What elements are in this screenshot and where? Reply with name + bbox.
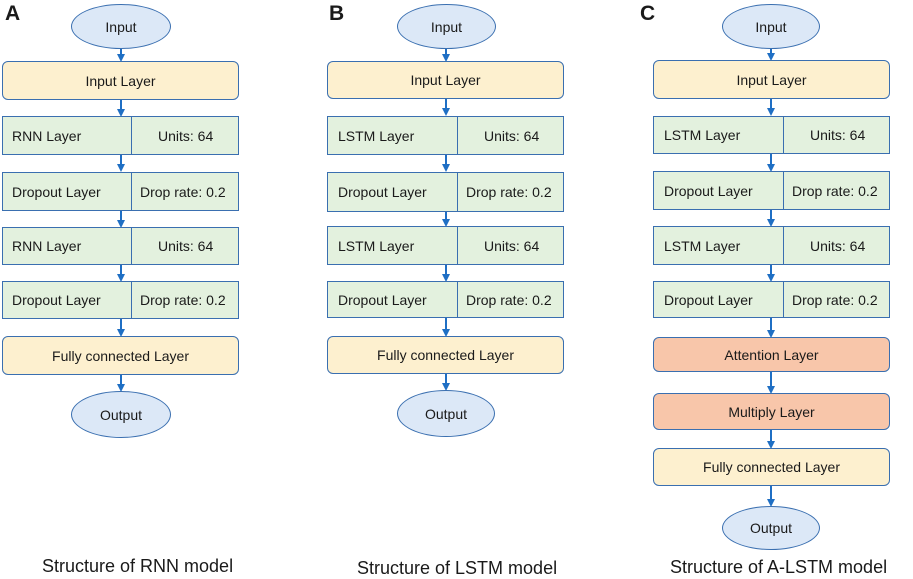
layer-name: Dropout Layer	[328, 282, 458, 317]
layer-name: RNN Layer	[3, 228, 132, 264]
panel-letter-a: A	[5, 2, 21, 25]
layer-name: Dropout Layer	[654, 282, 784, 317]
layer-param: Drop rate: 0.2	[140, 292, 226, 308]
dropout-layer-row: Dropout Layer Drop rate: 0.2	[2, 281, 239, 319]
layer-name: RNN Layer	[3, 117, 132, 154]
layer-param: Units: 64	[810, 127, 866, 143]
caption: Structure of LSTM model	[357, 558, 558, 578]
layer-param: Drop rate: 0.2	[466, 291, 552, 308]
dropout-layer-row: Dropout Layer Drop rate: 0.2	[653, 171, 890, 210]
fully-connected-layer: Fully connected Layer	[327, 336, 564, 374]
lstm-layer-row: LSTM Layer Units: 64	[327, 226, 564, 265]
dropout-layer-row: Dropout Layer Drop rate: 0.2	[653, 281, 890, 318]
multiply-layer: Multiply Layer	[653, 393, 890, 430]
input-layer: Input Layer	[2, 61, 239, 100]
lstm-layer-row: LSTM Layer Units: 64	[327, 116, 564, 155]
layer-param: Units: 64	[484, 127, 540, 144]
layer-param: Units: 64	[484, 237, 540, 254]
input-layer: Input Layer	[653, 60, 890, 99]
dropout-layer-row: Dropout Layer Drop rate: 0.2	[327, 172, 564, 212]
dropout-layer-row: Dropout Layer Drop rate: 0.2	[327, 281, 564, 318]
attention-layer: Attention Layer	[653, 337, 890, 372]
caption: Structure of A-LSTM model	[670, 557, 888, 577]
input-layer: Input Layer	[327, 61, 564, 99]
layer-param: Drop rate: 0.2	[140, 183, 226, 200]
caption: Structure of RNN model	[42, 556, 234, 576]
lstm-layer-row: LSTM Layer Units: 64	[653, 226, 890, 265]
layer-name: Dropout Layer	[654, 172, 784, 209]
layer-param: Drop rate: 0.2	[792, 291, 878, 308]
dropout-layer-row: Dropout Layer Drop rate: 0.2	[2, 172, 239, 211]
layer-name: Dropout Layer	[3, 173, 132, 210]
fully-connected-layer: Fully connected Layer	[2, 336, 239, 375]
layer-name: LSTM Layer	[328, 117, 458, 154]
panel-letter-b: B	[329, 2, 345, 25]
layer-name: Dropout Layer	[3, 282, 132, 318]
output-node: Output	[71, 391, 171, 438]
input-node: Input	[397, 4, 496, 49]
panel-letter-c: C	[640, 2, 656, 25]
fully-connected-layer: Fully connected Layer	[653, 448, 890, 486]
layer-name: LSTM Layer	[654, 227, 784, 264]
layer-name: LSTM Layer	[654, 117, 784, 153]
lstm-layer-row: LSTM Layer Units: 64	[653, 116, 890, 154]
layer-param: Drop rate: 0.2	[466, 184, 552, 200]
layer-param: Units: 64	[158, 238, 214, 254]
layer-param: Units: 64	[158, 127, 214, 144]
layer-name: LSTM Layer	[328, 227, 458, 264]
layer-param: Units: 64	[810, 237, 866, 254]
layer-param: Drop rate: 0.2	[792, 182, 878, 199]
input-node: Input	[71, 4, 171, 49]
output-node: Output	[722, 506, 820, 550]
layer-name: Dropout Layer	[328, 173, 458, 211]
output-node: Output	[397, 390, 495, 437]
input-node: Input	[722, 4, 820, 49]
rnn-layer-row: RNN Layer Units: 64	[2, 227, 239, 265]
rnn-layer-row: RNN Layer Units: 64	[2, 116, 239, 155]
